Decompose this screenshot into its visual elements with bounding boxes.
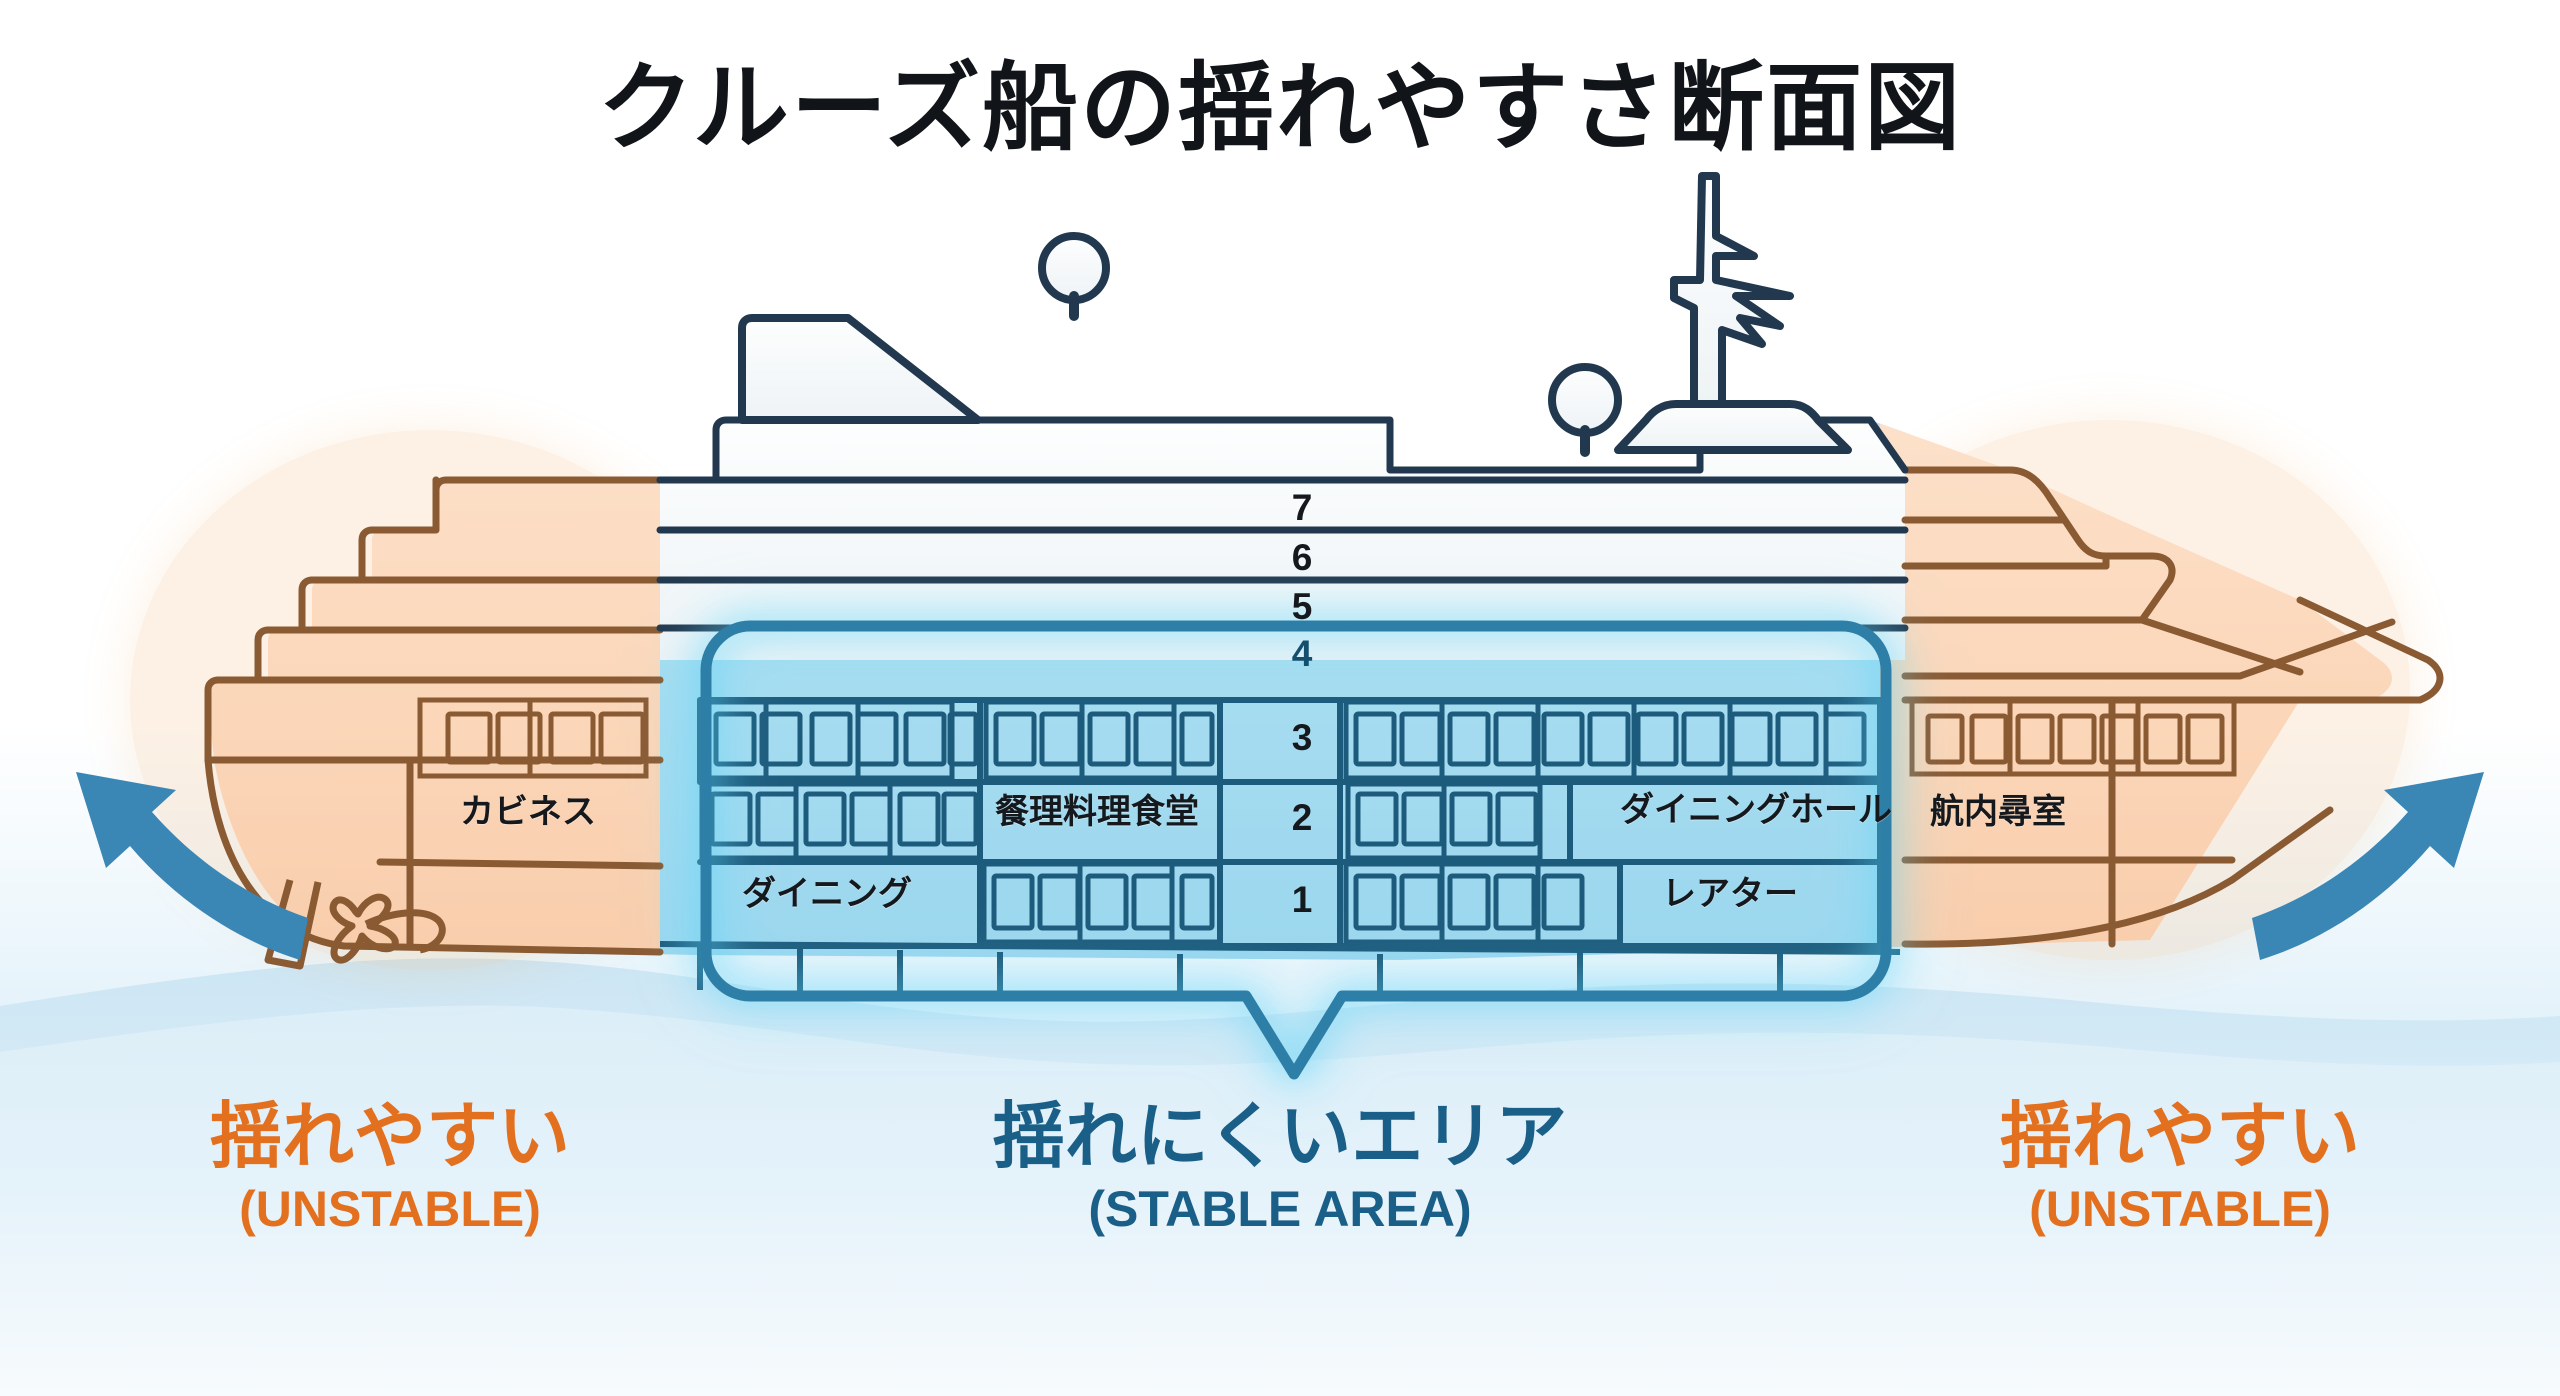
legend-left-jp: 揺れやすい [209, 1094, 570, 1178]
label-deck1-left: ダイニング [742, 874, 912, 914]
funnel-icon [738, 314, 982, 424]
deck-number-1: 1 [1291, 879, 1313, 920]
stern-cabin-windows [417, 697, 649, 779]
deck1-windows-mid [981, 861, 1223, 945]
rocking-arrow-right [2252, 772, 2484, 960]
deck3-windows-left [703, 699, 979, 781]
label-deck2-right: ダイニングホール [1620, 790, 1892, 830]
stable-area-callout [700, 620, 1892, 1080]
legend-center-jp: 揺れにくいエリア [992, 1094, 1568, 1178]
legend-stable-center: 揺れにくいエリア (STABLE AREA) [900, 1094, 1660, 1239]
radar-dome-icon [1038, 232, 1110, 321]
deck-number-3: 3 [1291, 717, 1313, 758]
label-deck1-right: レアター [1662, 874, 1798, 914]
deck-number-6: 6 [1291, 537, 1313, 578]
legend-unstable-left: 揺れやすい (UNSTABLE) [80, 1094, 700, 1239]
sea-background [0, 856, 2560, 1396]
rocking-arrow-left [76, 772, 308, 960]
deck3-windows-right [1343, 699, 1883, 781]
bow-cabin-windows [1909, 697, 2237, 777]
hull-bottom-line [659, 941, 1901, 955]
mast-icon [1670, 172, 1794, 408]
legend-left-en: (UNSTABLE) [239, 1181, 541, 1238]
label-stern-cabins: カビネス [460, 792, 596, 832]
deck-number-4: 4 [1291, 633, 1313, 674]
bow-structure [1901, 466, 2444, 948]
legend-unstable-right: 揺れやすい (UNSTABLE) [1870, 1094, 2490, 1239]
deck-number-7: 7 [1291, 487, 1313, 528]
bridge-block [1614, 400, 1852, 454]
deck2-windows-right [1345, 781, 1543, 861]
label-deck2-center: 餐理料理食堂 [995, 792, 1199, 832]
deck2-windows-left [699, 781, 983, 861]
legend-right-en: (UNSTABLE) [2029, 1181, 2331, 1238]
deck-number-5: 5 [1291, 586, 1313, 627]
radar-dome-icon-2 [1548, 363, 1622, 457]
deck-number-2: 2 [1291, 797, 1313, 838]
legend-right-jp: 揺れやすい [1999, 1094, 2360, 1178]
label-bow-cabins: 航内尋室 [1930, 792, 2066, 832]
propeller-icon [329, 893, 446, 964]
deck1-windows-right [1343, 861, 1623, 945]
deck3-windows-mid [983, 699, 1223, 781]
legend-center-en: (STABLE AREA) [1088, 1181, 1472, 1238]
page-title: クルーズ船の揺れやすさ断面図 [597, 52, 1963, 164]
